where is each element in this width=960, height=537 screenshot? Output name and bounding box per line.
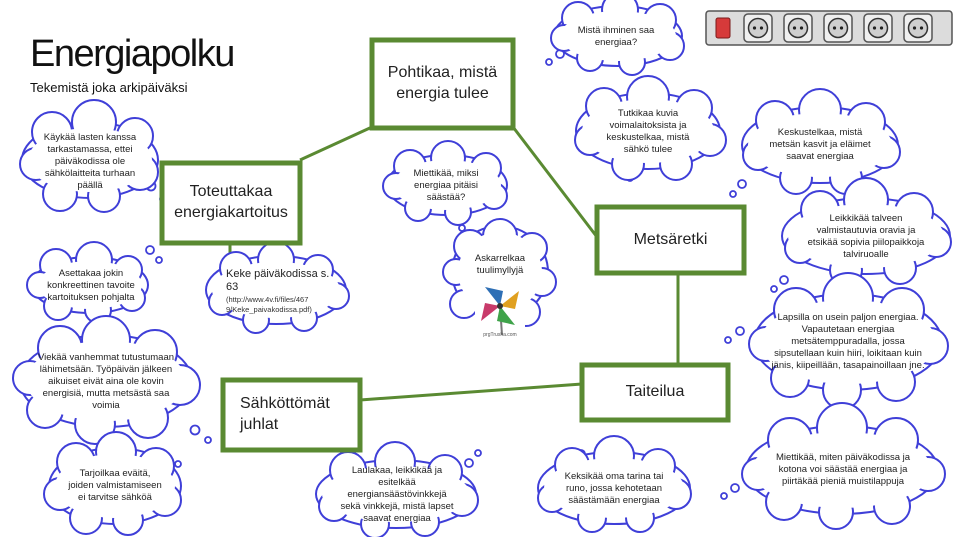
power-strip-icon — [705, 10, 953, 46]
cloud-reference-shape — [205, 241, 350, 334]
cloud-leikkikaa-text: Leikkikää talveen valmistautuvia oravia … — [807, 212, 925, 261]
cloud-lapsilla: Lapsilla on usein paljon energiaa. Vapau… — [768, 304, 928, 380]
box-sahkottomat-label: Sähköttömät juhlat — [240, 395, 330, 433]
box-metsaretki: Metsäretki — [599, 209, 742, 271]
cloud-miettikaa-miten: Miettikää, miten päiväkodissa ja kotona … — [770, 440, 916, 500]
cloud-laulakaa-shape — [315, 441, 479, 537]
box-sahkottomat: Sähköttömät juhlat — [240, 382, 350, 448]
cloud-viekaa: Viekää vanhemmat tutustumaan lähimetsään… — [36, 345, 176, 419]
cloud-keksikaa-shape — [537, 435, 692, 533]
connector-lines — [228, 125, 680, 402]
cloud-viekaa-shape — [12, 315, 201, 445]
cloud-viekaa-text: Viekää vanhemmat tutustumaan lähimetsään… — [37, 351, 175, 412]
box-pohtikaa-shape — [369, 37, 516, 131]
box-metsaretki-shape — [594, 204, 747, 276]
cloud-miettikaa-miksi-shape — [382, 140, 508, 226]
box-taiteilua-label: Taiteilua — [625, 383, 685, 401]
connector-toteuttakaa-to-pohtikaa — [299, 125, 373, 162]
cloud-tutkikaa-shape — [574, 75, 727, 181]
cloud-lapsilla-shape — [748, 272, 949, 410]
cloud-keksikaa: Keksikää oma tarina tai runo, jossa keho… — [558, 466, 670, 512]
cloud-mista-ihminen-shape — [550, 0, 685, 76]
box-taiteilua: Taiteilua — [584, 367, 726, 418]
boxes — [159, 37, 747, 453]
box-sahkottomat-shape — [220, 377, 363, 453]
connector-taiteilua-to-sahkottomat — [359, 382, 583, 402]
cloud-miettikaa-miksi: Miettikää, miksi energiaa pitäisi säästä… — [400, 168, 492, 204]
cloud-leikkikaa: Leikkikää talveen valmistautuvia oravia … — [804, 212, 928, 262]
pinwheel-icon — [475, 281, 525, 335]
cloud-mista-ihminen-text: Mistä ihminen saa energiaa? — [577, 24, 655, 48]
cloud-tarjoilkaa: Tarjoilkaa eväitä, joiden valmistamiseen… — [66, 458, 164, 514]
page-subtitle: Tekemistä joka arkipäiväksi — [30, 80, 188, 95]
reference-title: Keke päiväkodissa s. 63 — [226, 267, 330, 294]
box-toteuttakaa: Toteuttakaa energiakartoitus — [164, 165, 298, 241]
connector-pohtikaa-to-metsaretki — [511, 126, 599, 238]
box-pohtikaa: Pohtikaa, mistä energia tulee — [374, 42, 511, 126]
page-title: Energiapolku — [30, 33, 235, 75]
cloud-laulakaa-text: Laulakaa, leikkikää ja esitelkää energia… — [340, 464, 454, 525]
box-toteuttakaa-shape — [159, 160, 303, 246]
cloud-kaykaa: Käykää lasten kanssa tarkastamassa, ette… — [32, 132, 148, 192]
cloud-asettakaa-text: Asettakaa jokin konkreettinen tavoite ka… — [47, 267, 135, 304]
cloud-tarjoilkaa-shape — [43, 431, 182, 536]
cloud-keskustelkaa-text: Keskustelkaa, mistä metsän kasvit ja elä… — [769, 126, 871, 163]
box-metsaretki-label: Metsäretki — [633, 230, 708, 248]
cloud-askarrelkaa-text: Askarrelkaa tuulimyllyjä — [474, 252, 526, 276]
cloud-mista-ihminen: Mistä ihminen saa energiaa? — [566, 24, 666, 50]
reference-link[interactable]: (http://www.4v.fi/files/467 9/Keke_paiva… — [226, 295, 312, 314]
cloud-keksikaa-text: Keksikää oma tarina tai runo, jossa keho… — [564, 470, 664, 507]
cloud-miettikaa-miten-text: Miettikää, miten päiväkodissa ja kotona … — [775, 451, 911, 488]
box-toteuttakaa-label: Toteuttakaa energiakartoitus — [174, 183, 288, 221]
box-taiteilua-shape — [579, 362, 731, 423]
cloud-asettakaa: Asettakaa jokin konkreettinen tavoite ka… — [40, 264, 142, 308]
cloud-miettikaa-miten-shape — [741, 402, 946, 530]
box-pohtikaa-label: Pohtikaa, mistä energia tulee — [387, 64, 498, 102]
cloud-miettikaa-miksi-text: Miettikää, miksi energiaa pitäisi säästä… — [413, 167, 479, 204]
cloud-keskustelkaa-shape — [741, 88, 901, 195]
cloud-keskustelkaa: Keskustelkaa, mistä metsän kasvit ja elä… — [762, 120, 878, 170]
cloud-kaykaa-text: Käykää lasten kanssa tarkastamassa, ette… — [43, 131, 137, 192]
cloud-laulakaa: Laulakaa, leikkikää ja esitelkää energia… — [338, 464, 456, 526]
cloud-kaykaa-shape — [19, 99, 159, 213]
cloud-reference: Keke päiväkodissa s. 63 (http://www.4v.f… — [226, 264, 336, 318]
cloud-tutkikaa-text: Tutkikaa kuvia voimalaitoksista ja kesku… — [606, 107, 690, 156]
cloud-lapsilla-text: Lapsilla on usein paljon energiaa. Vapau… — [771, 311, 925, 372]
pinwheel-caption: prgTrusha.com — [483, 332, 517, 338]
cloud-asettakaa-shape — [26, 241, 149, 324]
cloud-tutkikaa: Tutkikaa kuvia voimalaitoksista ja kesku… — [594, 108, 702, 156]
cloud-tarjoilkaa-text: Tarjoilkaa eväitä, joiden valmistamiseen… — [68, 467, 162, 504]
cloud-askarrelkaa: Askarrelkaa tuulimyllyjä — [466, 250, 534, 280]
